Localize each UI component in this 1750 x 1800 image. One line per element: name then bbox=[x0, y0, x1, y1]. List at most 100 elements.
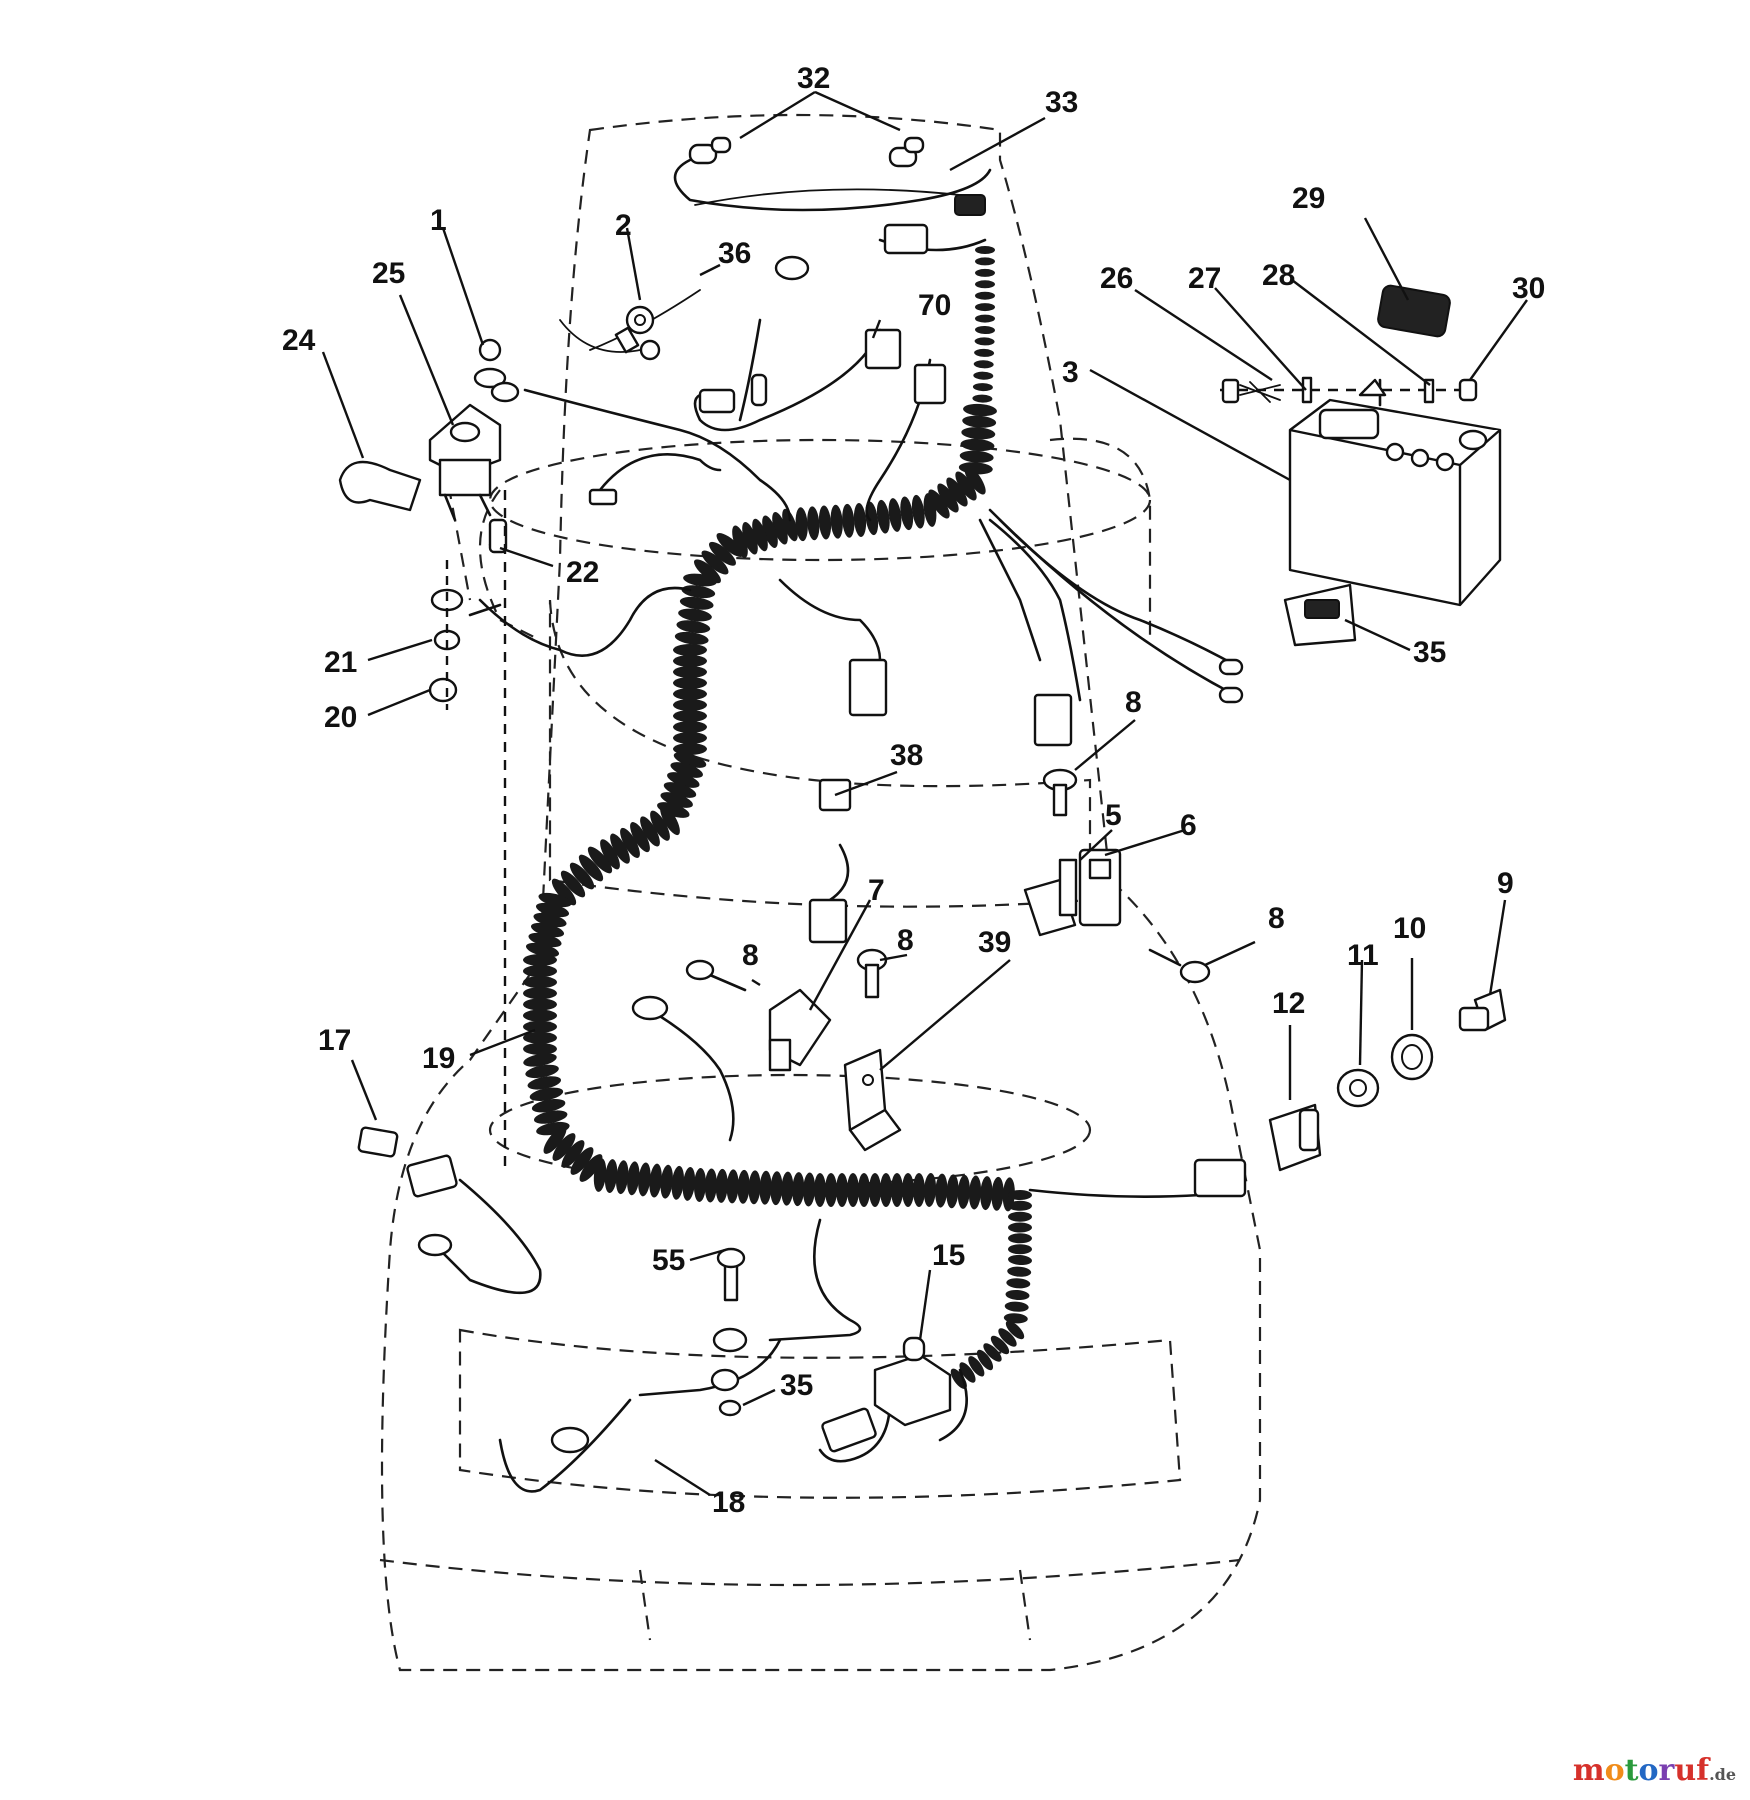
coil-segment bbox=[1007, 1266, 1032, 1277]
coil-segment bbox=[1003, 1313, 1028, 1324]
callout-22: 22 bbox=[566, 556, 599, 589]
coil-segment bbox=[803, 1172, 816, 1207]
coil-segment bbox=[968, 1175, 982, 1210]
callout-11: 11 bbox=[1347, 939, 1379, 972]
coil-segment bbox=[529, 1087, 564, 1101]
coil-segment bbox=[693, 1168, 707, 1202]
coil-segment bbox=[620, 827, 640, 858]
coil-segment bbox=[795, 507, 808, 542]
rocker-switch bbox=[1283, 583, 1357, 647]
coil-segment bbox=[825, 1173, 837, 1207]
coil-segment bbox=[673, 699, 707, 711]
switch-bracket bbox=[843, 1048, 902, 1152]
coil-segment bbox=[649, 1163, 662, 1198]
callout-3: 3 bbox=[1062, 356, 1079, 389]
coil-segment bbox=[975, 291, 995, 300]
coil-segment bbox=[770, 1171, 783, 1206]
coil-segment bbox=[638, 1162, 651, 1197]
coil-segment bbox=[975, 268, 995, 277]
coil-segment bbox=[523, 976, 557, 989]
coil-segment bbox=[610, 833, 630, 864]
coil-segment bbox=[980, 1176, 993, 1211]
coil-segment bbox=[681, 585, 716, 599]
coil-segment bbox=[640, 816, 660, 847]
coil-segment bbox=[630, 822, 650, 853]
coil-segment bbox=[673, 710, 707, 722]
coil-segment bbox=[678, 608, 712, 622]
callout-15: 15 bbox=[932, 1239, 965, 1272]
coil-segment bbox=[673, 732, 707, 744]
coil-segment bbox=[748, 1170, 761, 1205]
callout-6: 6 bbox=[1180, 809, 1197, 842]
callout-20: 20 bbox=[324, 701, 357, 734]
coil-segment bbox=[975, 325, 995, 335]
coil-segment bbox=[704, 1168, 717, 1203]
coil-segment bbox=[543, 1126, 567, 1154]
watermark-domain: .de bbox=[1709, 1765, 1736, 1784]
coil-segment bbox=[974, 348, 995, 357]
coil-segment bbox=[975, 246, 995, 254]
bolts-and-brackets bbox=[685, 768, 1211, 999]
callout-18: 18 bbox=[712, 1486, 745, 1519]
coil-segment bbox=[527, 1076, 562, 1090]
coil-segment bbox=[525, 1064, 559, 1079]
coil-segment bbox=[673, 752, 707, 768]
callout-33: 35 bbox=[1413, 636, 1446, 669]
coil-segment bbox=[853, 503, 867, 537]
coil-segment bbox=[974, 337, 995, 346]
coil-segment bbox=[679, 596, 714, 610]
coil-segment bbox=[975, 280, 995, 289]
coil-segment bbox=[615, 1160, 629, 1195]
coil-segment bbox=[670, 762, 703, 778]
coil-segment bbox=[880, 1173, 892, 1207]
coil-segment bbox=[732, 525, 748, 558]
coil-segment bbox=[891, 1173, 903, 1207]
coil-segment bbox=[560, 870, 586, 898]
callout-9: 9 bbox=[1497, 867, 1514, 900]
coil-segment bbox=[570, 1147, 594, 1175]
callout-1: 1 bbox=[430, 204, 447, 237]
callout-35: 35 bbox=[780, 1369, 813, 1402]
coil-segment bbox=[865, 501, 879, 536]
coil-segment bbox=[972, 394, 993, 403]
coil-segment bbox=[673, 721, 707, 733]
coil-segment bbox=[663, 782, 697, 798]
coil-segment bbox=[911, 494, 925, 529]
coil-segment bbox=[673, 677, 707, 689]
coil-segment bbox=[955, 471, 977, 501]
callout-labels: 32 33 1 25 24 2 36 70 29 26 27 28 30 3 2… bbox=[282, 62, 1545, 1519]
coil-segment bbox=[530, 922, 565, 938]
coil-segment bbox=[973, 360, 994, 369]
coil-segment bbox=[1005, 1320, 1025, 1340]
coil-segment bbox=[538, 892, 572, 908]
coil-segment bbox=[551, 878, 577, 906]
coil-segment bbox=[923, 1173, 937, 1207]
callout-8-right: 8 bbox=[1268, 902, 1285, 935]
battery bbox=[1288, 378, 1502, 607]
coil-segment bbox=[1008, 1244, 1032, 1255]
coil-segment bbox=[523, 1009, 557, 1022]
coil-segment bbox=[976, 1349, 994, 1371]
coil-segment bbox=[660, 804, 680, 836]
coil-segment bbox=[660, 1164, 673, 1199]
coil-segment bbox=[523, 965, 557, 978]
ground-terminals bbox=[614, 255, 810, 361]
callout-7: 7 bbox=[868, 874, 885, 907]
coil-segment bbox=[1008, 1200, 1032, 1211]
coil-segment bbox=[752, 518, 768, 552]
coil-segment bbox=[1006, 1278, 1031, 1289]
starter-solenoid bbox=[338, 338, 520, 1170]
coil-segment bbox=[523, 987, 557, 1000]
callout-36: 36 bbox=[718, 237, 751, 270]
coil-segment bbox=[673, 644, 707, 656]
coil-segment bbox=[674, 631, 709, 645]
coil-segment bbox=[782, 508, 798, 542]
coil-segment bbox=[531, 1099, 566, 1113]
coil-segment bbox=[533, 1110, 568, 1124]
fuse-and-holder bbox=[357, 1126, 458, 1257]
tractor-body-outline bbox=[379, 113, 1262, 1672]
coil-segment bbox=[807, 506, 820, 541]
coil-segment bbox=[694, 559, 721, 584]
coil-segment bbox=[716, 533, 744, 557]
coil-segment bbox=[998, 1328, 1017, 1347]
